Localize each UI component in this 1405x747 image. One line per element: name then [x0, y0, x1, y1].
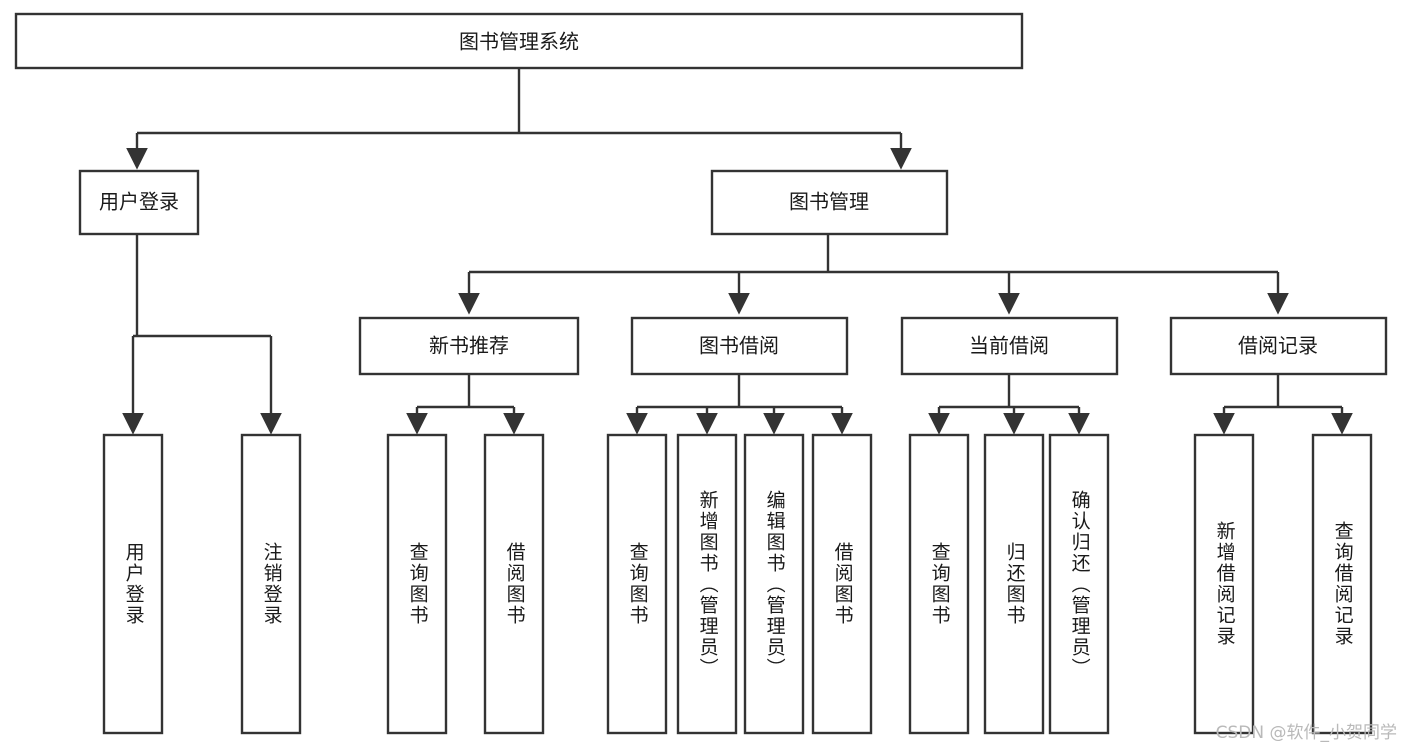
node-user-login[interactable]: 用户登录 — [78, 169, 200, 236]
leaf-box-query-book-3[interactable] — [908, 433, 970, 735]
node-book-management-box[interactable] — [710, 169, 949, 236]
leaf-box-query-borrow-record[interactable] — [1311, 433, 1373, 735]
node-book-borrow[interactable]: 图书借阅 — [630, 316, 849, 376]
node-root-label: 图书管理系统 — [459, 30, 579, 54]
leaf-box-borrow-book-2[interactable] — [811, 433, 873, 735]
leaf-box-user-login[interactable] — [102, 433, 164, 735]
node-current-borrow-label: 当前借阅 — [969, 334, 1049, 358]
node-current-borrow[interactable]: 当前借阅 — [900, 316, 1119, 376]
csdn-watermark: CSDN @软件_小贺同学 — [1215, 723, 1397, 743]
node-book-borrow-label: 图书借阅 — [699, 334, 779, 358]
node-borrow-record[interactable]: 借阅记录 — [1169, 316, 1388, 376]
leaf-box-query-book-1[interactable] — [386, 433, 448, 735]
node-borrow-record-label: 借阅记录 — [1238, 334, 1318, 358]
node-root-book-management-system[interactable]: 图书管理系统 — [14, 12, 1024, 70]
node-new-book-recommend-box[interactable] — [358, 316, 580, 376]
leaf-box-add-book-admin[interactable] — [676, 433, 738, 735]
leaf-box-query-book-2[interactable] — [606, 433, 668, 735]
leaf-box-logout[interactable] — [240, 433, 302, 735]
node-book-borrow-box[interactable] — [630, 316, 849, 376]
node-user-login-box[interactable] — [78, 169, 200, 236]
node-user-login-label: 用户登录 — [99, 190, 179, 214]
node-new-book-recommend[interactable]: 新书推荐 — [358, 316, 580, 376]
node-borrow-record-box[interactable] — [1169, 316, 1388, 376]
node-root-box[interactable] — [14, 12, 1024, 70]
leaf-box-edit-book-admin[interactable] — [743, 433, 805, 735]
leaf-box-add-borrow-record[interactable] — [1193, 433, 1255, 735]
node-book-management[interactable]: 图书管理 — [710, 169, 949, 236]
leaf-box-borrow-book-1[interactable] — [483, 433, 545, 735]
node-book-management-label: 图书管理 — [789, 190, 869, 214]
node-current-borrow-box[interactable] — [900, 316, 1119, 376]
connector-group — [122, 68, 1353, 435]
leaf-box-group — [102, 433, 1373, 735]
leaf-box-return-book[interactable] — [983, 433, 1045, 735]
leaf-box-confirm-return-admin[interactable] — [1048, 433, 1110, 735]
node-new-book-recommend-label: 新书推荐 — [429, 334, 509, 358]
